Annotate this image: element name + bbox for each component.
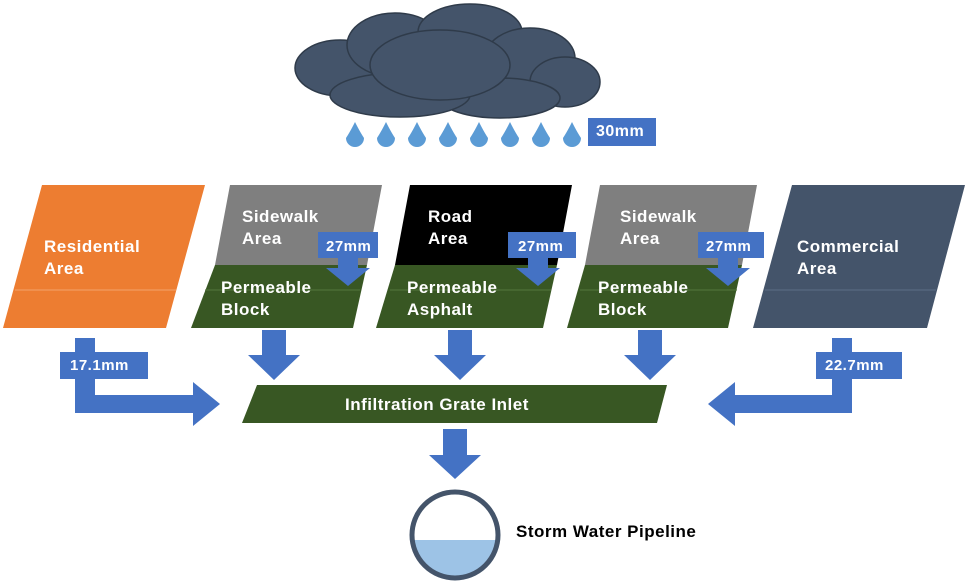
rainfall-label: 30mm xyxy=(596,123,645,140)
infiltration-grate-inlet-label: Infiltration Grate Inlet xyxy=(345,395,529,414)
raindrop-icon xyxy=(532,122,550,147)
raindrops xyxy=(346,122,581,147)
pipeline-icon xyxy=(409,489,501,581)
sidewalk-left-permeable-shape xyxy=(191,265,367,328)
down-arrow-icon xyxy=(624,330,676,380)
infiltration-arrow-icon xyxy=(698,232,764,286)
raindrop-icon xyxy=(563,122,581,147)
road-permeable-shape xyxy=(376,265,557,328)
down-arrow-icon xyxy=(429,429,481,479)
commercial-runoff-label: 22.7mm xyxy=(825,357,884,374)
commercial-runoff-box xyxy=(816,352,902,379)
commercial-area-shape xyxy=(753,185,965,328)
storm-water-pipeline-label: Storm Water Pipeline xyxy=(516,522,697,541)
rainfall-box xyxy=(588,118,656,146)
infiltration-arrow-icon xyxy=(508,232,576,286)
raindrop-icon xyxy=(501,122,519,147)
commercial-runoff-arrow-icon xyxy=(708,338,852,426)
raindrop-icon xyxy=(377,122,395,147)
residential-area-shape xyxy=(3,185,205,328)
raindrop-icon xyxy=(439,122,457,147)
raindrop-icon xyxy=(408,122,426,147)
infiltration-grate-inlet-shape xyxy=(242,385,667,423)
storm-cloud-icon xyxy=(294,3,601,119)
down-arrow-icon xyxy=(248,330,300,380)
down-arrow-icon xyxy=(434,330,486,380)
sidewalk-right-permeable-shape xyxy=(567,265,742,328)
sidewalk-left-infiltration-label: 27mm xyxy=(326,238,372,255)
residential-runoff-box xyxy=(60,352,148,379)
road-infiltration-label: 27mm xyxy=(518,238,564,255)
infiltration-arrow-icon xyxy=(318,232,378,286)
raindrop-icon xyxy=(346,122,364,147)
residential-runoff-label: 17.1mm xyxy=(70,357,129,374)
sidewalk-right-infiltration-label: 27mm xyxy=(706,238,752,255)
residential-runoff-arrow-icon xyxy=(75,338,220,426)
raindrop-icon xyxy=(470,122,488,147)
